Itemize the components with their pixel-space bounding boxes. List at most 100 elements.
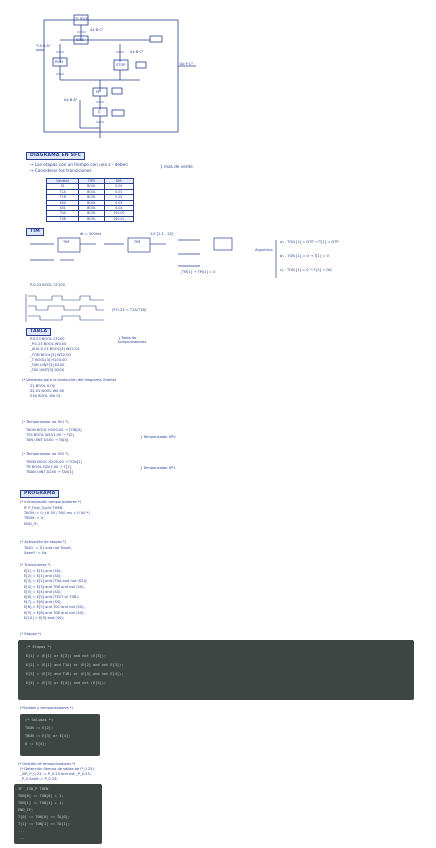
tim-block-label-2: TIM <box>134 240 141 244</box>
chalk-line: T[0] := TON[0] >= TA[0]; <box>18 815 70 819</box>
list-item: E[2] = E[1] and (SS); <box>24 574 62 579</box>
list-item: E[4] = E[3] and T0B and not (SS); <box>24 584 85 589</box>
chalkboard-etapas: (* Etapas *) E[1] = (E[1] or E[2]) and n… <box>18 640 414 700</box>
pulse-note: (P.O.23 = T1A/T1B) <box>112 308 147 312</box>
tabla-list: P.0.23 BOOL CF200 _P.0.23 BOOL W0.00 _AU… <box>30 337 80 373</box>
list-item: TAA1 := S1 and not TsusA; <box>24 546 72 550</box>
temp-group-1-list: TBON BOOL H200.00 → TON[1] TB BOOL H201.… <box>26 460 82 476</box>
transition-4: Ax·F·C² <box>180 62 193 66</box>
chalk-line: TBON := E[3] or E[4]; <box>25 734 71 738</box>
chalk-line: (* Salidas *) <box>25 718 54 722</box>
tim-algoritmo-label: Algoritmo <box>255 248 273 252</box>
chalk-line: E[4] = (E[3] or E[4]) and not (E[5]); <box>26 681 107 685</box>
transition-1: Ax·B·C¹ <box>90 28 104 32</box>
tim-alg-line-2: b) - TON [1] = 0 → T[1] = 0 <box>280 254 329 258</box>
programa-comment-6: (* Gestión de temporizadores *) <box>18 762 76 766</box>
step-label-run: RUN <box>55 60 63 64</box>
list-item: E[8] = E[7] and T0C and not (SS); <box>24 605 85 610</box>
chalk-line: E[2] = (E[1] and T1A) or (E[2] and not E… <box>26 663 124 667</box>
list-item: _ISR_P_0.23 := P_0.23 and not _P_0.23; <box>20 772 91 777</box>
list-item: TBON BOOL H200.00 → TON[1] <box>26 460 82 464</box>
list-item: END_IF; <box>24 521 38 526</box>
step-top-label: T¹ IDLE <box>75 17 88 21</box>
list-item: _TON BOOL[3] W12.00 <box>30 352 71 357</box>
tabla-side-note: } Tabla de temporizadores <box>118 336 147 345</box>
sfc-note-1: → Las etapas con un tiempo con una ε - d… <box>30 162 128 167</box>
list-item: TBAN UINT D200 → TAV[1] <box>26 470 74 475</box>
list-item: _TAV UINT[3] D200 <box>30 368 64 373</box>
programa-code-1: IF P_First_Cycle THEN TAON := 0; (# 50 /… <box>24 506 90 527</box>
transition-3: Ax·B·C² <box>130 50 144 54</box>
chalk-line: E[3] = (E[2] and T1B) or (E[3] and not E… <box>26 672 124 676</box>
step-label-stop: STOP <box>116 63 126 67</box>
section-header-tabla: TABLA <box>26 328 52 336</box>
programa-comment-1: (* Inicialización temporizadores *) <box>20 500 82 504</box>
sfc-note-side: } mas de verde <box>160 164 193 169</box>
section-header-sfc: DIAGRAMA EN SFC <box>26 152 86 160</box>
chalk-line: END_IF; <box>18 808 34 812</box>
tim-block-label: TIM <box>63 240 70 244</box>
tim-delay: dt = 500ms <box>80 232 102 236</box>
section-header-tim: TIM <box>26 228 45 236</box>
programa-comment-5: (*Salidas y temporizadores *) <box>20 706 73 710</box>
programa-comment-3: (* Transiciones *) <box>20 563 51 567</box>
chalk-line: TON[1] := TON[1] + 1; <box>18 801 64 805</box>
step-label-idle: IDLE <box>76 38 85 42</box>
list-item: E[5] = E[4] and (SS); <box>24 589 62 594</box>
list-item: E[1] = E[1] and (SS); <box>24 569 62 573</box>
temp-group-0-side: } Temporizador Nº0 <box>140 435 176 439</box>
programa-code-2: TAA1 := S1 and not TsusA; SaanY := So; <box>24 546 72 556</box>
step-label-s: S <box>98 110 101 114</box>
chalk-line: ... <box>18 836 25 840</box>
list-item: _AUX.0.23 BOOL[3] W11.01 <box>30 347 80 352</box>
list-item: E[10] = E[9] and (SS); <box>24 615 64 620</box>
etapas-list: S1 BOOL 0.00 S2.01 BOOL W0.00 S3A BOOL W… <box>30 384 64 400</box>
step-label-m: M <box>96 90 100 94</box>
chalk-line: IF _ISR_P THEN <box>18 787 49 791</box>
list-item: _P_0.Salid := P_0.23; <box>20 777 58 782</box>
table-header: Variable <box>45 177 80 185</box>
list-item: _P.0.23 BOOL W0.00 <box>30 342 67 347</box>
list-item: TAON := 0; (# 50 / 500 ms = 0.00 *) <box>24 511 90 516</box>
chalk-line: E[1] = (E[1] or E[2]) and not (E[3]); <box>26 654 107 658</box>
chalk-line: (* Etapas *) <box>26 645 52 649</box>
temp-group-1-title: (* Temporizador no 302 *) <box>22 452 69 456</box>
programa-comment-4: (* Etapas *) <box>20 632 41 636</box>
transition-5: Ax·B·Ā² <box>64 98 78 102</box>
temp-group-1-side: } Temporizador Nº1 <box>140 466 176 470</box>
chalkboard-temporizadores: IF _ISR_P THEN TON[0] := TON[0] + 1; TON… <box>14 784 102 844</box>
list-item: E[7] = E[6] and (SS); <box>24 600 62 605</box>
list-item: _T BOOL[3] H100.00 <box>30 357 67 362</box>
tim-coords: 1.E [2.1 , 20] <box>150 232 174 236</box>
section-header-programa: PROGRAMA <box>20 490 60 498</box>
chalk-line: T[1] := TON[1] >= TA[1]; <box>18 822 70 826</box>
list-item: _TAN UINT[3] D100 <box>30 363 65 368</box>
tim-foot: _TM[1] → TM[1] = 0 <box>180 270 216 274</box>
list-item: IF P_First_Cycle THEN <box>24 506 63 510</box>
list-item: TB BOOL H201.00 → T[1] <box>26 465 71 470</box>
tim-alg-line-1: a) - TON [1] = DTP → T[1] = DTP <box>280 240 339 244</box>
chalk-line: TAON := E[2]; <box>25 726 54 730</box>
programa-comment-2: (* Activación de etapas *) <box>20 540 67 544</box>
list-item: S1 BOOL 0.00 <box>30 384 55 388</box>
list-item: E[3] = E[2] and (T0A and not (SS)); <box>24 579 88 584</box>
chalk-line: Q := E[4]; <box>25 742 47 746</box>
programa-code-3: E[1] = E[1] and (SS); E[2] = E[1] and (S… <box>24 569 87 621</box>
list-item: TAON BOOL H100.00 → TON[0] <box>26 428 82 432</box>
table-header: DIR <box>103 177 135 185</box>
chalkboard-salidas: (* Salidas *) TAON := E[2]; TBON := E[3]… <box>20 714 100 756</box>
temp-group-0-list: TAON BOOL H100.00 → TON[0] TSS BOOL W101… <box>26 428 82 444</box>
list-item: E[9] = E[8] and T0B and not (SS); <box>24 610 85 615</box>
tim-alg-line-3: c) - TON [1] = 0 → T[1] = DA <box>280 268 332 272</box>
